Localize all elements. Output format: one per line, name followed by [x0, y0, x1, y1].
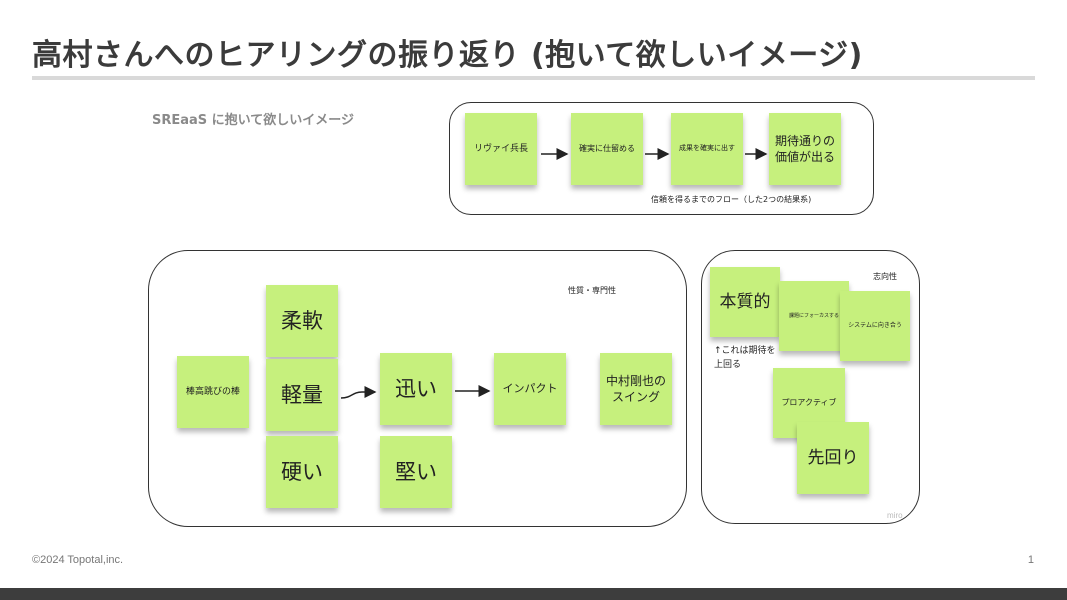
orientation-label: 志向性	[873, 272, 897, 281]
page-number: 1	[1027, 554, 1034, 566]
sticky-note-system: システムに向き合う	[840, 291, 910, 361]
sticky-note-results: 成果を確実に出す	[671, 113, 743, 185]
title-underline	[32, 76, 1035, 80]
sticky-note-fast: 迅い	[380, 353, 452, 425]
sticky-note-flexible: 柔軟	[266, 285, 338, 357]
annotation-exceeds: ↑これは期待を 上回る	[714, 346, 776, 370]
traits-label: 性質・専門性	[568, 286, 616, 295]
sticky-note-light: 軽量	[266, 359, 338, 431]
section-subtitle: SREaaS に抱いて欲しいイメージ	[152, 113, 355, 128]
slide-title: 高村さんへのヒアリングの振り返り (抱いて欲しいイメージ)	[32, 38, 863, 73]
sticky-note-solid: 堅い	[380, 436, 452, 508]
bottom-bar	[0, 588, 1067, 600]
sticky-note-levi: リヴァイ兵長	[465, 113, 537, 185]
sticky-note-impact: インパクト	[494, 353, 566, 425]
sticky-note-swing: 中村剛也の スイング	[600, 353, 672, 425]
sticky-note-focus: 課題にフォーカスする	[779, 281, 849, 351]
sticky-note-value: 期待通りの 価値が出る	[769, 113, 841, 185]
footer-copyright: ©2024 Topotal,inc.	[32, 554, 124, 566]
sticky-note-essential: 本質的	[710, 267, 780, 337]
sticky-note-pole: 棒高跳びの棒	[177, 356, 249, 428]
arrow-4	[340, 386, 377, 399]
sticky-note-hard: 硬い	[266, 436, 338, 508]
miro-watermark: miro	[887, 511, 903, 520]
sticky-note-ahead: 先回り	[797, 422, 869, 494]
flow-caption: 信頼を得るまでのフロー（した2つの結果系)	[651, 195, 812, 204]
sticky-note-sure-kill: 確実に仕留める	[571, 113, 643, 185]
